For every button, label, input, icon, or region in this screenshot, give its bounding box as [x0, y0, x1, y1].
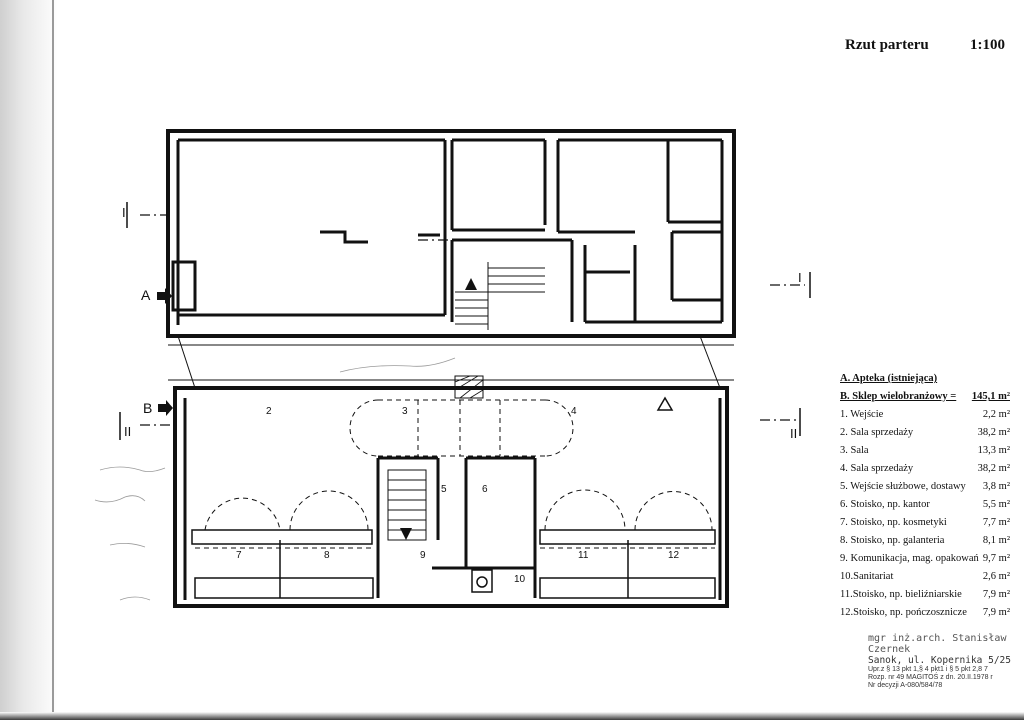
upper-block-wall [166, 129, 736, 338]
stamp-regulation: Rozp. nr 49 MAGITOŚ z dn. 20.II.1978 r [868, 674, 993, 681]
legend-heading-a: A. Apteka (istniejąca) [840, 373, 938, 384]
room-label: 11 [578, 550, 589, 561]
section-marker-2-right: II [790, 426, 798, 441]
stamp-address: Sanok, ul. Kopernika 5/25 [868, 655, 1011, 666]
room-label: 6 [482, 484, 488, 495]
entrance-a-label: A [141, 287, 151, 303]
room-label: 4 [571, 406, 577, 417]
binding-edge [0, 0, 58, 720]
entrance-a-arrow [157, 288, 172, 304]
drawing-scale: 1:100 [970, 37, 1005, 53]
room-legend: A. Apteka (istniejąca) B. Sklep wielobra… [840, 370, 1010, 622]
binding-line [52, 0, 54, 720]
room-label: 12 [668, 550, 680, 561]
room-label: 5 [441, 484, 447, 495]
lower-block-wall [173, 386, 729, 608]
entrance-b-label: B [143, 400, 153, 416]
section-marker-2-left: II [124, 424, 132, 439]
entrance-b-arrow [158, 400, 173, 416]
room-label: 7 [236, 550, 242, 561]
scan-edge-shadow [0, 712, 1024, 720]
architect-stamp: mgr inż.arch. Stanisław Czernek Sanok, u… [868, 633, 1024, 690]
section-marker-1-left: I [122, 205, 126, 220]
section-marker-1-right: I [798, 270, 802, 285]
drawing-title: Rzut parteru [845, 37, 929, 53]
legend-heading-b: B. Sklep wielobranżowy =145,1 m² [840, 391, 1010, 402]
room-label: 3 [402, 406, 408, 417]
room-label: 8 [324, 550, 330, 561]
stamp-decision: Nr decyzji A-080/584/78 [868, 682, 943, 689]
stamp-name: mgr inż.arch. Stanisław Czernek [868, 633, 1007, 655]
room-label: 10 [514, 574, 526, 585]
stamp-permit: Upr.z § 13 pkt 1,§ 4 pkt1 i § 5 pkt 2,8 … [868, 666, 988, 673]
room-label: 2 [266, 406, 272, 417]
room-label: 9 [420, 550, 426, 561]
